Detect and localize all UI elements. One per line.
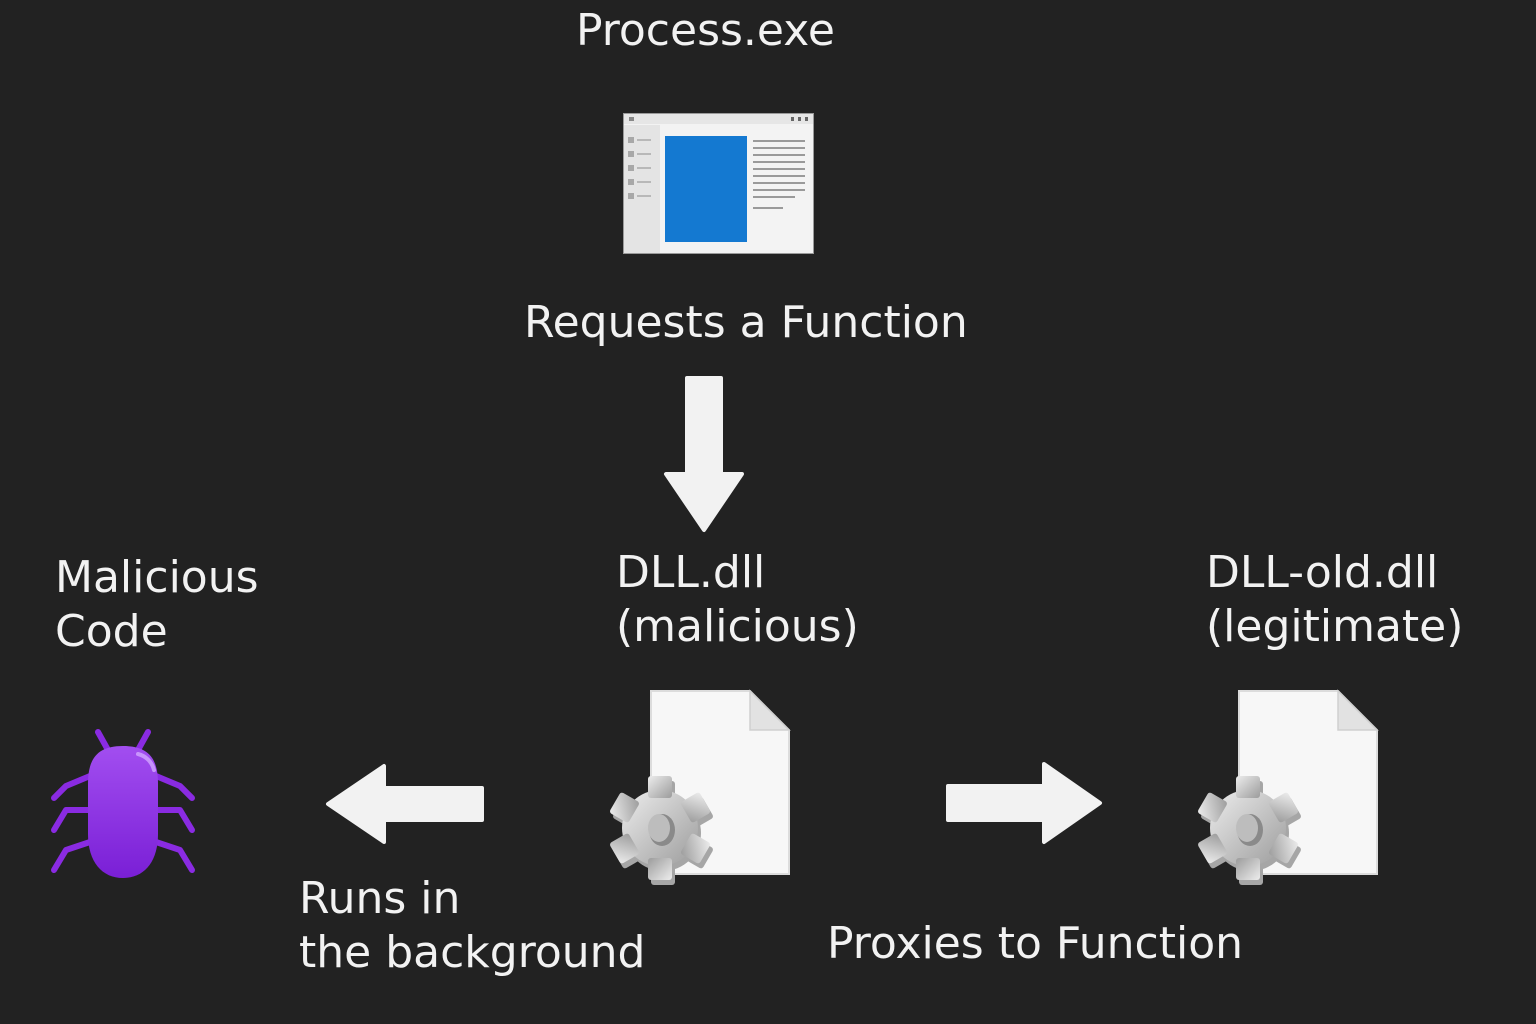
background-label: Runs in the background bbox=[299, 872, 645, 980]
malicious-code-line1: Malicious bbox=[55, 552, 259, 603]
left-arrow-icon bbox=[326, 764, 484, 844]
background-label-line1: Runs in bbox=[299, 873, 461, 924]
legit-dll-qualifier: (legitimate) bbox=[1206, 601, 1464, 652]
background-label-line2: the background bbox=[299, 927, 646, 978]
bug-icon bbox=[50, 726, 196, 882]
application-window-icon bbox=[623, 113, 815, 255]
malicious-code-label: Malicious Code bbox=[55, 551, 259, 659]
malicious-dll-label: DLL.dll (malicious) bbox=[616, 546, 859, 654]
legit-dll-label: DLL-old.dll (legitimate) bbox=[1206, 546, 1463, 654]
legit-dll-file-icon bbox=[1198, 688, 1380, 892]
legit-dll-name: DLL-old.dll bbox=[1206, 547, 1439, 598]
malicious-code-line2: Code bbox=[55, 606, 168, 657]
down-arrow-icon bbox=[664, 376, 744, 532]
right-arrow-icon bbox=[946, 762, 1102, 844]
malicious-dll-qualifier: (malicious) bbox=[616, 601, 859, 652]
proxy-function-label: Proxies to Function bbox=[827, 918, 1244, 969]
malicious-dll-name: DLL.dll bbox=[616, 547, 766, 598]
process-title: Process.exe bbox=[576, 5, 835, 56]
malicious-dll-file-icon bbox=[610, 688, 792, 892]
request-function-label: Requests a Function bbox=[524, 297, 968, 348]
